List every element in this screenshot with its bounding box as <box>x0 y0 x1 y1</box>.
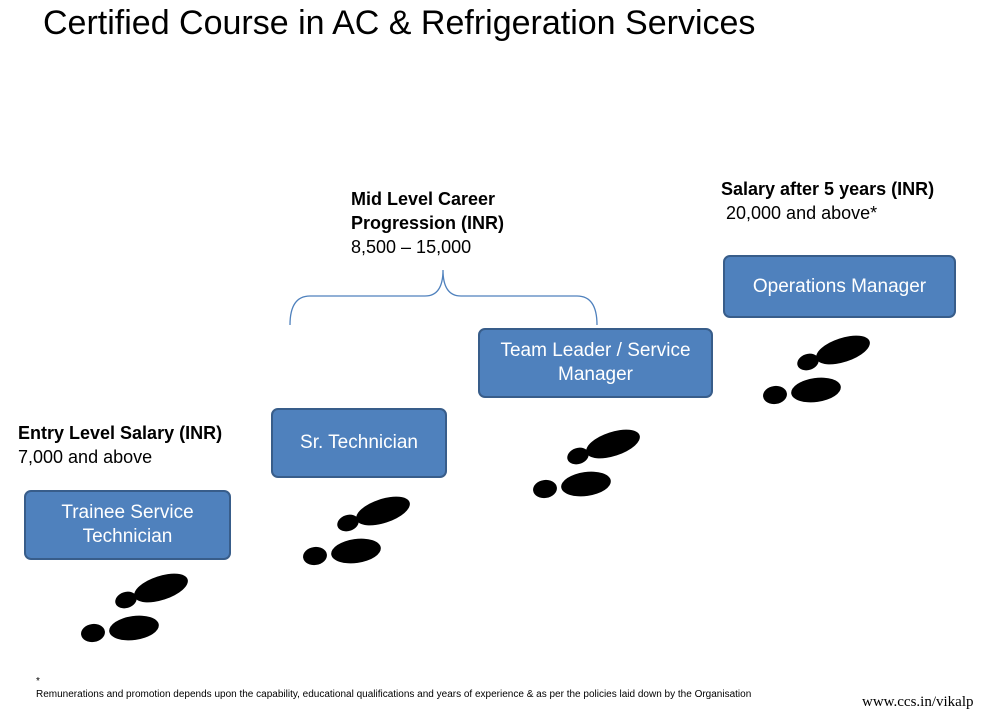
footnote-star: * <box>36 676 40 687</box>
footprints-icon <box>533 429 640 499</box>
page-title: Certified Course in AC & Refrigeration S… <box>43 4 756 42</box>
mid-salary-value: 8,500 – 15,000 <box>351 237 472 257</box>
footnote-text: Remunerations and promotion depends upon… <box>36 689 752 700</box>
role-sr-technician-label: Sr. Technician <box>300 432 418 453</box>
mid-salary-heading-line1: Mid Level Career <box>351 189 496 209</box>
role-team-leader: Team Leader / Service Manager <box>478 328 713 398</box>
mid-salary-heading-line2: Progression (INR) <box>351 213 505 233</box>
entry-salary-label: Entry Level Salary (INR) 7,000 and above <box>18 421 222 469</box>
footprints-icon <box>763 335 870 405</box>
website-url: www.ccs.in/vikalp <box>862 694 974 710</box>
role-trainee-line2: Technician <box>82 526 173 547</box>
senior-salary-heading: Salary after 5 years (INR) <box>721 179 935 199</box>
entry-salary-value: 7,000 and above <box>18 447 153 467</box>
footprints-icon <box>303 496 410 566</box>
role-trainee-service-technician: Trainee Service Technician <box>24 490 231 560</box>
role-team-leader-line2: Manager <box>558 364 633 385</box>
role-team-leader-line1: Team Leader / Service <box>500 340 691 361</box>
senior-salary-value: 20,000 and above* <box>726 203 878 223</box>
role-operations-manager-label: Operations Manager <box>752 275 927 297</box>
role-trainee-line1: Trainee Service <box>61 502 194 523</box>
senior-salary-label: Salary after 5 years (INR) 20,000 and ab… <box>721 177 934 225</box>
footprints-icon <box>81 573 188 643</box>
mid-salary-label: Mid Level Career Progression (INR) 8,500… <box>351 187 504 259</box>
role-operations-manager: Operations Manager <box>723 255 956 318</box>
role-sr-technician: Sr. Technician <box>271 408 447 478</box>
entry-salary-heading: Entry Level Salary (INR) <box>18 423 223 443</box>
